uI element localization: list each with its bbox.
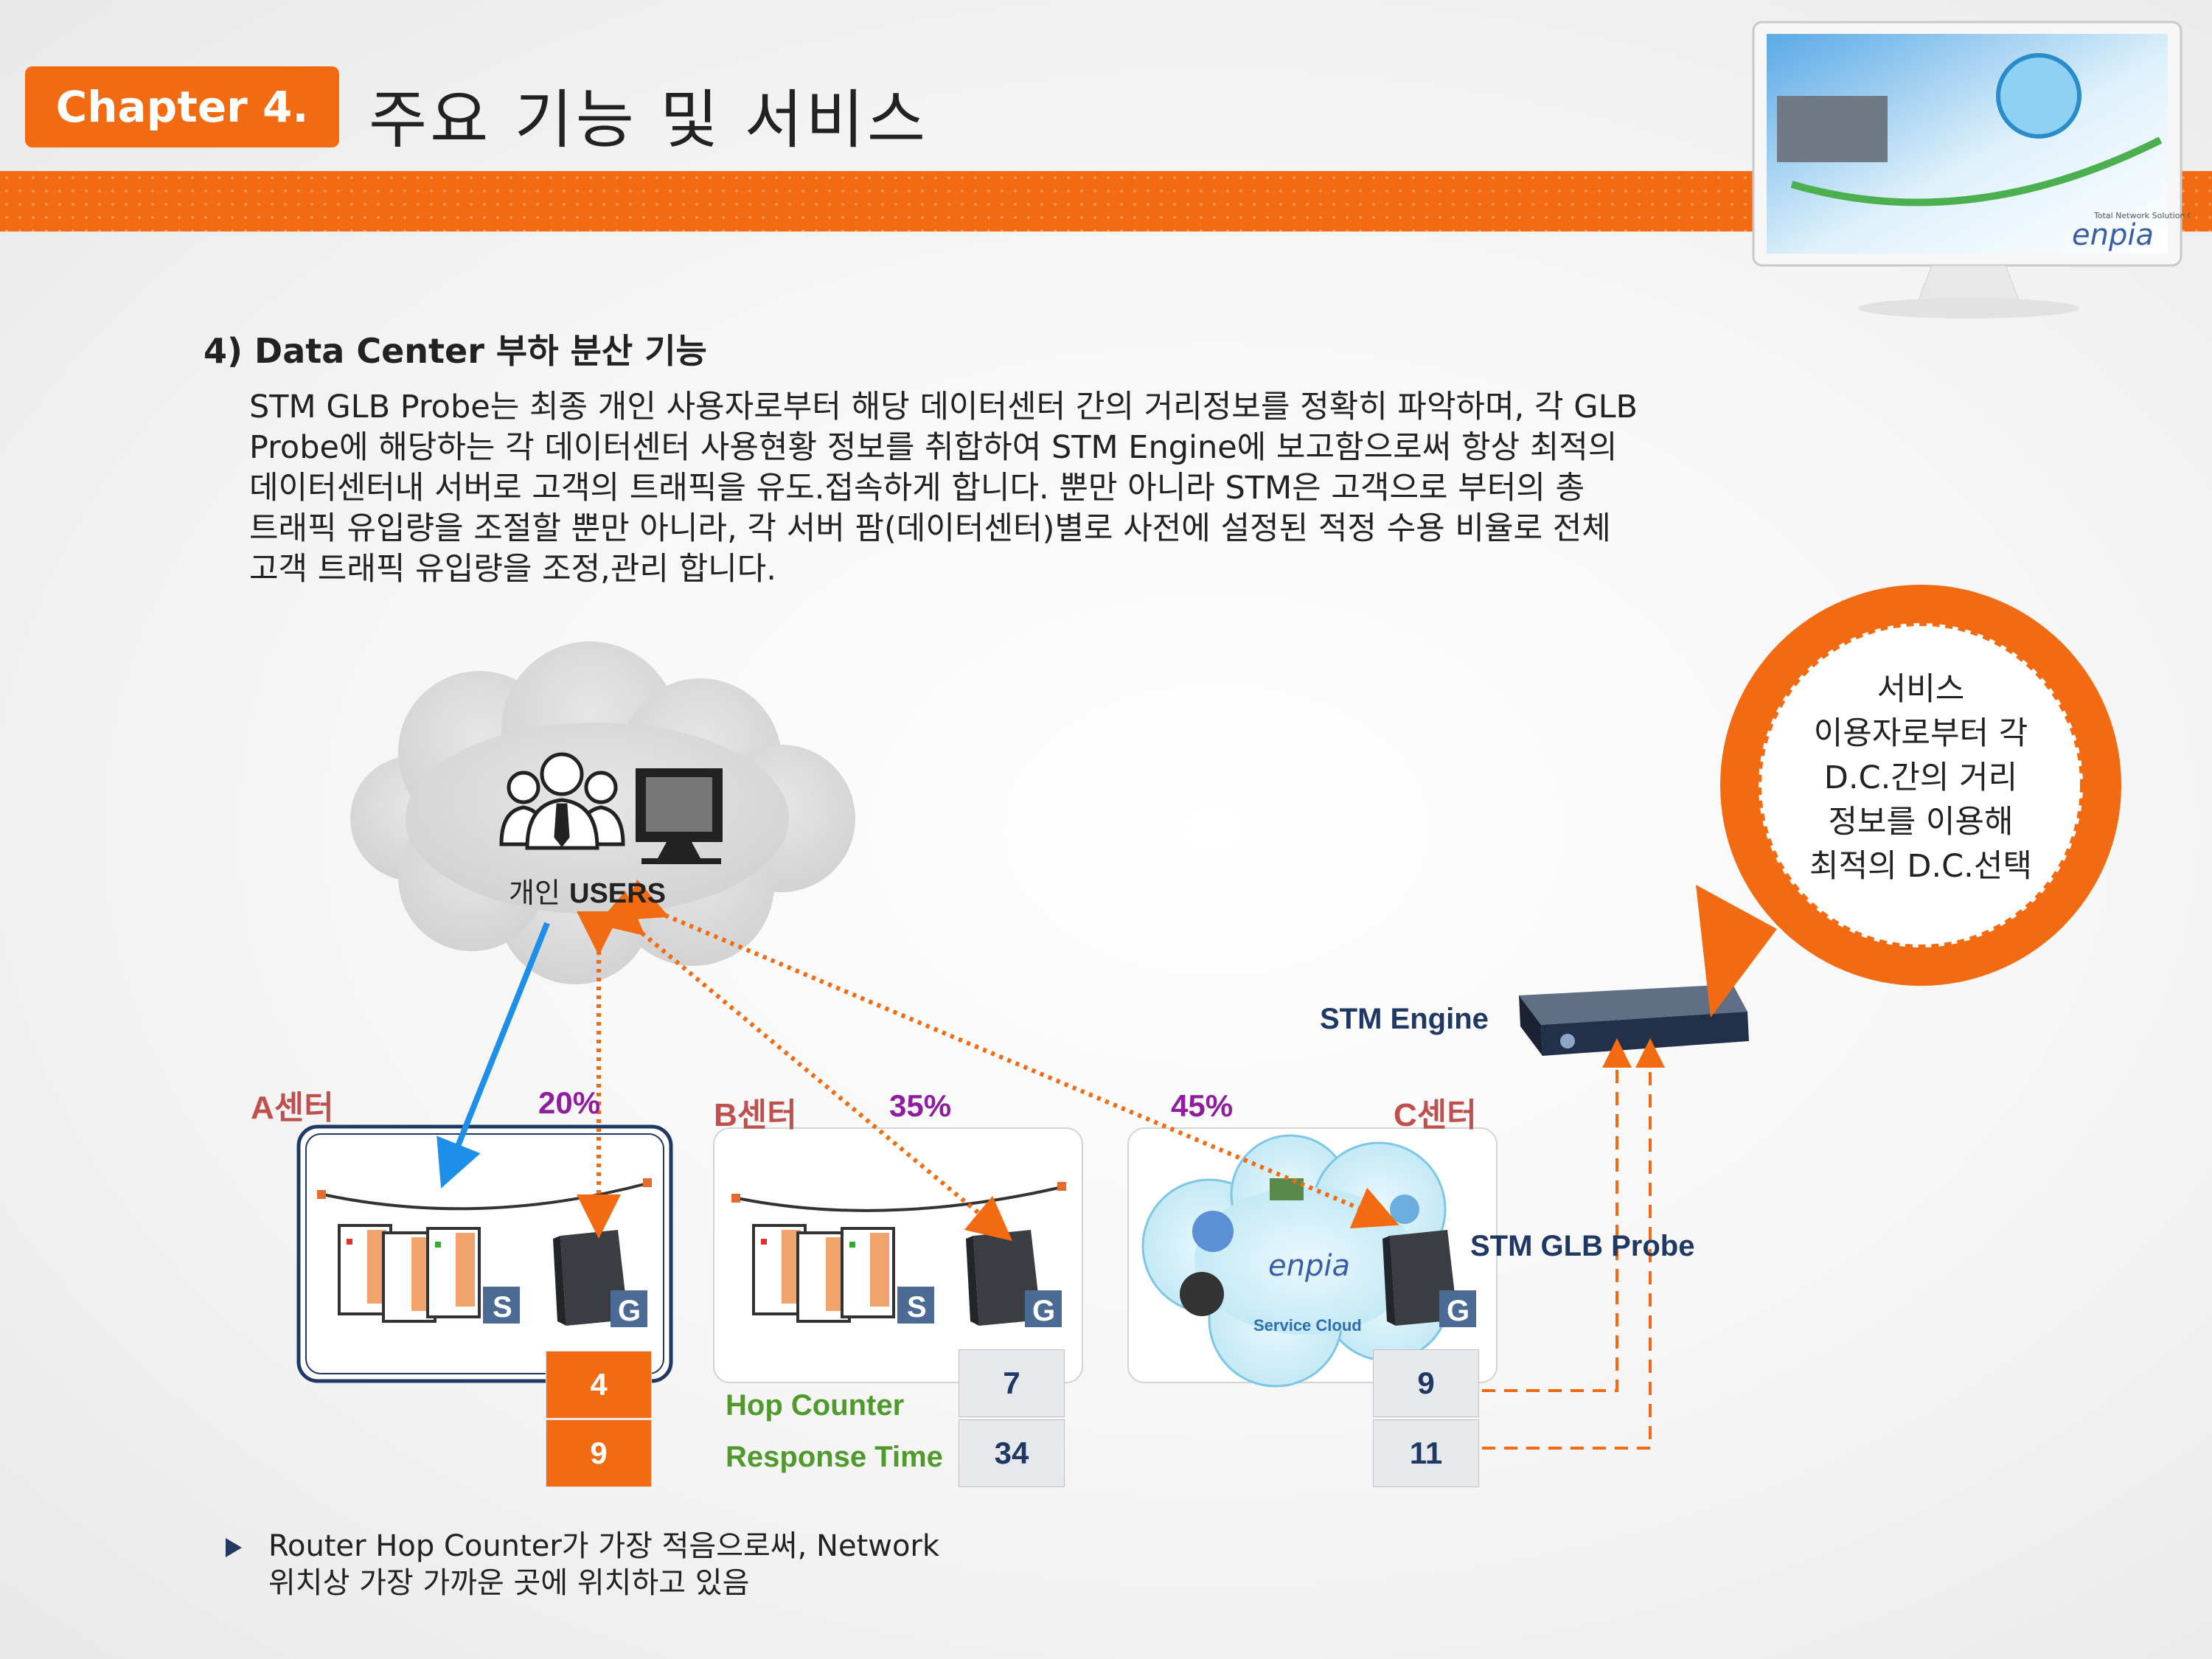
users-label: 개인 USERS (509, 877, 666, 909)
bubble-text: 서비스 이용자로부터 각 D.C.간의 거리 정보를 이용해 최적의 D.C.선… (1809, 671, 2032, 885)
svg-text:G: G (1447, 1295, 1470, 1327)
server-rack-icon (1777, 96, 1888, 162)
svg-text:G: G (618, 1295, 641, 1327)
a-g-badge: G (611, 1290, 647, 1327)
computer-icon (636, 768, 723, 864)
c-center-percent: 45% (1171, 1088, 1234, 1123)
c-g-badge: G (1439, 1290, 1476, 1327)
service-cloud (1141, 1134, 1450, 1388)
users-cloud (350, 641, 855, 984)
svg-text:S: S (907, 1291, 927, 1324)
svg-text:G: G (1032, 1295, 1055, 1327)
image-icon (1270, 1178, 1304, 1200)
service-cloud-label: Service Cloud (1253, 1316, 1362, 1335)
intro-paragraph: STM GLB Probe는 최종 개인 사용자로부터 해당 데이터센터 간의 … (249, 389, 1638, 588)
person-photo-icon (1180, 1272, 1224, 1316)
b-center-label: B센터 (714, 1097, 797, 1133)
email-icon (1192, 1211, 1234, 1252)
c-center-box (1127, 1127, 1498, 1383)
a-center-label: A센터 (251, 1090, 334, 1126)
b-hop-cell: 7 (959, 1349, 1065, 1417)
hop-report-line (1482, 1038, 1632, 1392)
stm-glb-probe-label: STM GLB Probe (1470, 1230, 1695, 1262)
service-cloud-brand: enpia (1268, 1249, 1350, 1283)
stm-engine-label: STM Engine (1320, 1003, 1489, 1035)
a-response-cell: 9 (546, 1419, 652, 1487)
svg-text:S: S (493, 1291, 512, 1324)
page-title: 주요 기능 및 서비스 (369, 83, 928, 157)
users-icon (499, 752, 625, 850)
selected-route-arrow (437, 922, 550, 1189)
monitor-tagline: Total Network Solution Group (2093, 211, 2190, 220)
a-s-badge: S (483, 1287, 520, 1324)
footnote: Router Hop Counter가 가장 적음으로써, Network 위치… (268, 1529, 940, 1600)
b-s-badge: S (897, 1287, 934, 1324)
a-center-percent: 20% (538, 1085, 601, 1120)
a-center-box (296, 1124, 673, 1383)
response-time-label: Response Time (726, 1441, 943, 1473)
c-response-cell: 11 (1373, 1419, 1479, 1487)
b-glb-server (966, 1230, 1041, 1326)
section-heading: 4) Data Center 부하 분산 기능 (204, 331, 707, 371)
stm-engine-appliance (1519, 984, 1749, 1056)
a-hop-cell: 4 (546, 1351, 652, 1419)
c-center-label: C센터 (1394, 1097, 1477, 1133)
b-response-cell: 34 (959, 1419, 1065, 1487)
enpia-logo: enpia (2072, 218, 2154, 252)
c-glb-server (1382, 1230, 1458, 1326)
hop-counter-label: Hop Counter (726, 1389, 905, 1422)
a-network-link (322, 1182, 648, 1211)
c-measure-arrow (619, 879, 1399, 1228)
a-server-racks (338, 1224, 481, 1323)
b-measure-arrow (597, 890, 1013, 1242)
a-glb-server (553, 1230, 628, 1326)
b-network-link (737, 1186, 1062, 1212)
c-hop-cell: 9 (1373, 1349, 1479, 1417)
b-server-racks (752, 1224, 895, 1323)
chat-icon (1390, 1194, 1419, 1224)
b-center-box (713, 1127, 1083, 1383)
monitor-illustration: Total Network Solution Group enpia (1752, 21, 2190, 319)
bullet-arrow-icon (226, 1538, 242, 1557)
b-g-badge: G (1025, 1290, 1062, 1327)
b-center-percent: 35% (889, 1088, 952, 1123)
chapter-badge: Chapter 4. (25, 66, 339, 147)
globe-icon (1996, 53, 2081, 139)
